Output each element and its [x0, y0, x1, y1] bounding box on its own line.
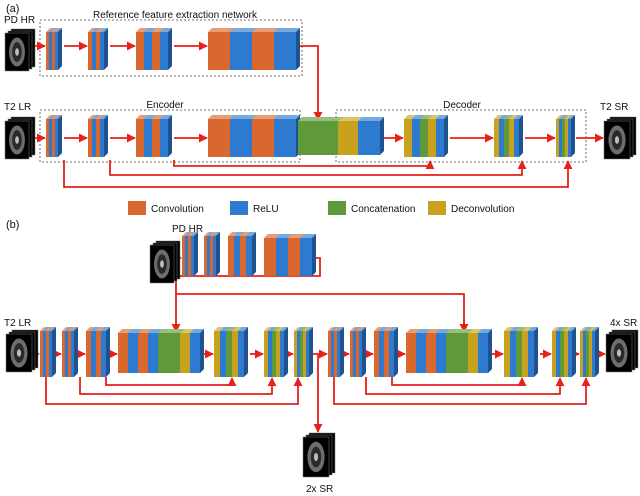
panel-b-2x-sr-image	[302, 432, 336, 478]
panel-a-encoder-relu-block	[274, 115, 300, 157]
panel-b-stage2-relu-block	[568, 327, 576, 377]
blocks-layer	[40, 28, 599, 377]
legend: Convolution ReLU Concatenation Deconvolu…	[128, 201, 514, 215]
panel-a-encoder-relu-block	[55, 115, 62, 157]
arrow-b-skip2-outer	[333, 377, 591, 405]
panel-b-reference-relu-block	[213, 232, 220, 276]
panel-a-pd-hr-image	[4, 28, 36, 72]
panel-b-stage1-relu-block	[190, 329, 204, 373]
panel-b-stage2-relu-block	[592, 327, 599, 377]
panel-a-reference-relu-block	[100, 28, 108, 70]
panel-b-stage1-relu-block	[101, 327, 110, 377]
panel-b-reference-relu-block	[191, 232, 198, 276]
arrow-a-reference-to-fusion	[300, 45, 323, 121]
panel-b-stage1-relu-block	[306, 327, 313, 377]
panel-a-t2-sr-label: T2 SR	[600, 102, 628, 113]
panel-b-stage1-relu-block	[280, 327, 288, 377]
panel-a-decoder-relu-block	[436, 115, 448, 157]
panel-a-decoder-relu-block	[514, 115, 523, 157]
panel-b-stage1-relu-block	[238, 327, 248, 377]
panel-a-reference-relu-block	[55, 28, 62, 70]
panel-a-pd-hr-label: PD HR	[4, 15, 35, 26]
panel-a-encoder-relu-block	[160, 115, 172, 157]
panel-a-encoder-relu-block	[100, 115, 108, 157]
panel-b-4x-sr-image	[605, 329, 639, 373]
panel-a-reference-relu-block	[274, 28, 300, 70]
legend-label-relu: ReLU	[253, 204, 279, 215]
panel-a-t2-lr-image	[4, 116, 36, 160]
arrow-b-skip1-inner	[105, 377, 237, 387]
images-layer	[4, 28, 639, 478]
panel-a-t2-lr-label: T2 LR	[4, 102, 31, 113]
panel-a-decoder-relu-block	[358, 117, 384, 155]
arrow-b-skip2-middle	[365, 377, 565, 395]
panel-b-t2-lr-label: T2 LR	[4, 318, 31, 329]
arrow-a-skip-inner	[173, 160, 435, 170]
panel-b-stage2-relu-block	[337, 327, 344, 377]
arrow-b-skip1-outer	[45, 377, 303, 405]
legend-label-concatenation: Concatenation	[351, 204, 416, 215]
panel-b-pd-hr-image	[149, 240, 181, 284]
legend-label-deconvolution: Deconvolution	[451, 204, 514, 215]
panel-b-stage2-relu-block	[389, 327, 398, 377]
panel-a-t2-sr-image	[603, 116, 637, 160]
panel-b-stage2-relu-block	[478, 329, 492, 373]
legend-swatch-deconvolution	[428, 201, 446, 215]
panel-b-4x-sr-label: 4x SR	[610, 318, 637, 329]
panel-b-pd-hr-label: PD HR	[172, 224, 203, 235]
panel-b-label: (b)	[6, 219, 19, 231]
panel-a-reference-relu-block	[160, 28, 172, 70]
panel-b-reference-relu-block	[300, 234, 316, 276]
legend-swatch-convolution	[128, 201, 146, 215]
arrow-b-skip1-middle	[79, 377, 277, 395]
panel-b-stage1-relu-block	[71, 327, 78, 377]
decoder-title: Decoder	[443, 100, 481, 111]
panel-b-reference-relu-block	[246, 232, 256, 276]
panel-b-stage2-relu-block	[528, 327, 538, 377]
arrow-a-skip-middle	[109, 160, 527, 176]
arrow-b-skip2-inner	[391, 377, 527, 387]
panel-a-decoder-relu-block	[568, 115, 575, 157]
panel-a-decoder-concatenation-block	[298, 117, 342, 155]
panel-b-stage2-relu-block	[359, 327, 366, 377]
legend-label-convolution: Convolution	[151, 204, 204, 215]
reference-network-title: Reference feature extraction network	[93, 10, 258, 21]
panel-a-label: (a)	[6, 3, 19, 15]
arrow-a-skip-outer	[63, 160, 573, 188]
panel-b-stage1-relu-block	[49, 327, 56, 377]
panel-b-2x-sr-label: 2x SR	[306, 484, 333, 495]
panel-b-t2-lr-image	[5, 329, 39, 373]
encoder-title: Encoder	[146, 100, 184, 111]
legend-swatch-relu	[230, 201, 248, 215]
legend-swatch-concatenation	[328, 201, 346, 215]
